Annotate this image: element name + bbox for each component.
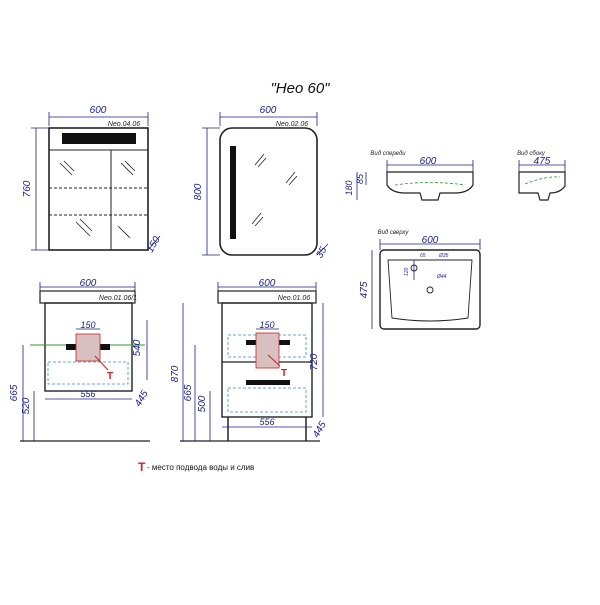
mirror: 600 Neo.02.06 800 35: [193, 105, 330, 260]
vanity-wall-inner: 556: [80, 389, 95, 399]
cabinet-height: 760: [22, 180, 33, 197]
sink-front-label: Вид спереди: [370, 151, 406, 157]
sink-front-h2: 85: [355, 173, 365, 184]
sink-front-h1: 180: [344, 180, 354, 195]
cabinet-width: 600: [90, 105, 107, 116]
vanity-floor-depth: 445: [311, 419, 329, 439]
sink-side-view: Вид сбоку 475: [517, 151, 566, 201]
water-point-mark: T: [107, 371, 113, 382]
sink-top-d2: Ø44: [436, 274, 447, 280]
vanity-floor-h4: 500: [197, 395, 208, 412]
sink-top-s1: 65: [420, 253, 426, 259]
vanity-floor-h2: 870: [170, 365, 181, 382]
sink-top-s2: 120: [404, 267, 410, 276]
drawing-title: "Нео 60": [270, 80, 330, 97]
vanity-wall-code: Neo.01.06/1: [99, 295, 137, 302]
vanity-wall-h2: 665: [9, 384, 20, 401]
legend-symbol: T: [138, 460, 146, 474]
mirror-height: 800: [193, 183, 204, 200]
vanity-wall-hung: 600 Neo.01.06/1 150 T 556 540 445 665 52…: [9, 278, 151, 442]
mirror-code: Neo.02.06: [276, 121, 308, 128]
sink-side-width: 475: [534, 156, 551, 167]
vanity-wall-depth: 445: [133, 388, 151, 408]
mirror-cabinet: 600 Neo.04.06 760 150: [22, 105, 163, 255]
mirror-width: 600: [260, 105, 277, 116]
water-point-mark-floor: T: [281, 368, 287, 379]
vanity-floor-inner: 556: [259, 417, 274, 427]
mirror-depth: 35: [314, 245, 329, 261]
vanity-wall-pipe: 150: [80, 320, 95, 330]
sink-top-depth: 475: [359, 281, 370, 298]
sink-front-width: 600: [420, 156, 437, 167]
sink-top-width: 600: [422, 235, 439, 246]
sink-top-d1: Ø35: [438, 253, 449, 259]
vanity-floor-code: Neo.01.06: [278, 295, 310, 302]
vanity-floor-h1: 720: [309, 353, 320, 370]
cabinet-code: Neo.04.06: [108, 121, 140, 128]
legend-text: - место подвода воды и слив: [147, 463, 254, 472]
vanity-floor-h3: 665: [183, 384, 194, 401]
vanity-floor-width: 600: [259, 278, 276, 289]
vanity-floor-pipe: 150: [259, 320, 274, 330]
sink-front-view: Вид спереди 600 180 85: [344, 151, 474, 201]
sink-top-view: Вид сверху 600 65 Ø35 120 Ø44 475: [359, 230, 481, 330]
legend: T - место подвода воды и слив: [138, 460, 254, 474]
sink-side-label: Вид сбоку: [517, 151, 546, 157]
sink-top-label: Вид сверху: [378, 230, 410, 236]
vanity-wall-width: 600: [80, 278, 97, 289]
vanity-floor: 600 Neo.01.06 150 T 556 720 445 870 665 …: [170, 278, 329, 442]
vanity-wall-h1: 540: [132, 339, 143, 356]
vanity-wall-h3: 520: [21, 397, 32, 414]
